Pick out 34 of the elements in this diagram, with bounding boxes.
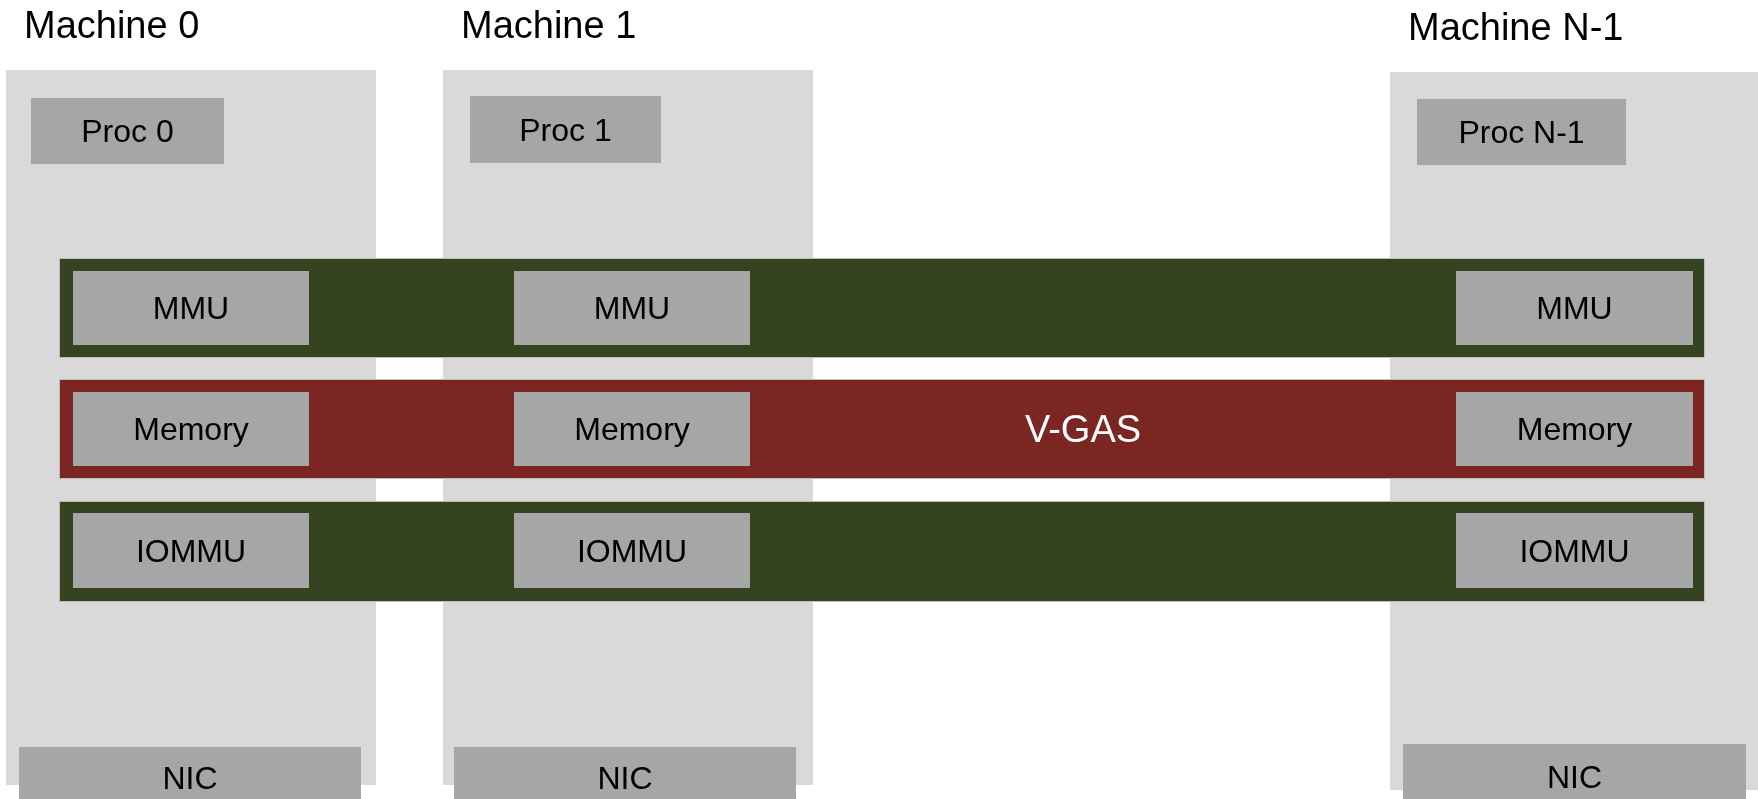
- component-label: IOMMU: [135, 532, 247, 569]
- nic-box: [454, 747, 796, 799]
- component-box: [514, 513, 750, 588]
- component-label: Memory: [574, 410, 690, 448]
- machine-heading: Machine 1: [461, 4, 637, 47]
- component-label: Memory: [1516, 410, 1633, 448]
- component-box: [73, 392, 309, 466]
- component-box: [514, 271, 750, 345]
- component-label: MMU: [152, 289, 230, 327]
- component-label: MMU: [1536, 289, 1613, 327]
- component-box: [73, 513, 309, 588]
- component-label: IOMMU: [1519, 532, 1630, 569]
- machine-heading: Machine N-1: [1408, 6, 1624, 49]
- component-label: NIC: [597, 759, 653, 797]
- component-label: Proc 1: [519, 111, 612, 148]
- component-label: MMU: [593, 289, 671, 327]
- component-label: Proc N-1: [1458, 113, 1585, 151]
- component-box: [1456, 392, 1693, 466]
- band-label: V-GAS: [1024, 407, 1142, 451]
- component-box: [31, 98, 224, 164]
- component-box: [514, 392, 750, 466]
- component-label: IOMMU: [576, 532, 688, 569]
- component-box: [73, 271, 309, 345]
- component-label: Memory: [133, 410, 249, 448]
- nic-box: [19, 747, 361, 799]
- component-box: [1456, 513, 1693, 588]
- machine-heading: Machine 0: [24, 4, 200, 47]
- component-label: NIC: [162, 759, 218, 797]
- component-box: [470, 96, 661, 163]
- component-box: [1417, 99, 1626, 165]
- component-label: NIC: [1546, 758, 1603, 796]
- component-box: [1456, 271, 1693, 345]
- component-label: Proc 0: [81, 112, 174, 150]
- nic-box: [1403, 744, 1746, 799]
